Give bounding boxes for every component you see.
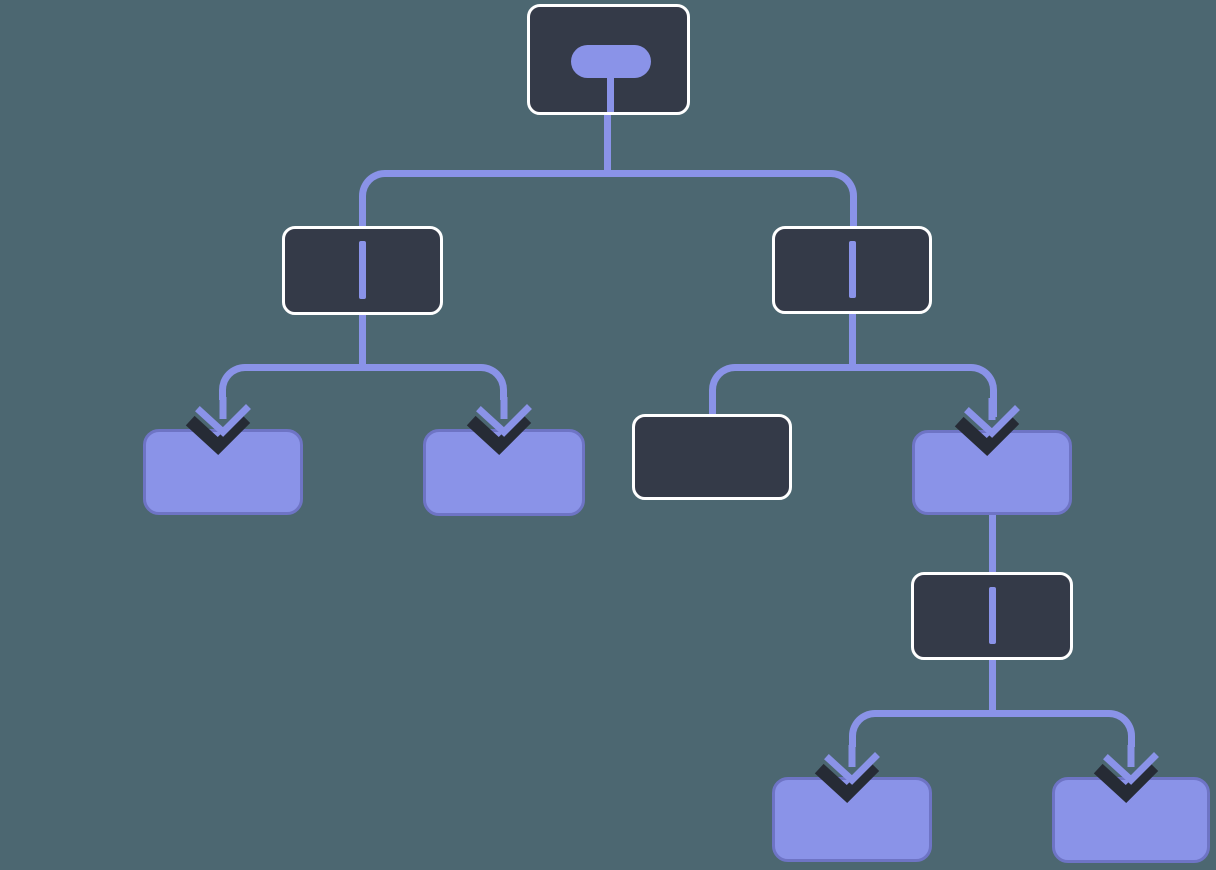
connector-branch-left-drop bbox=[359, 300, 366, 371]
branch-right-node[interactable] bbox=[772, 226, 932, 314]
connector-arch-right bbox=[708, 364, 997, 417]
branch-bottom-node[interactable] bbox=[911, 572, 1073, 660]
connector-arch-bottom bbox=[849, 710, 1135, 747]
connector-arch-top bbox=[358, 170, 857, 230]
node-divider-line bbox=[988, 587, 996, 644]
chevron-down-icon bbox=[466, 397, 532, 455]
root-node[interactable] bbox=[527, 4, 690, 115]
connector-leaf-right-drop bbox=[988, 505, 996, 575]
connector-branch-right-drop bbox=[849, 300, 856, 371]
leaf-left-2-node[interactable] bbox=[423, 429, 585, 516]
connector-arch-left bbox=[219, 364, 507, 400]
chevron-down-icon bbox=[814, 745, 880, 803]
connector-root-stem bbox=[604, 100, 611, 177]
node-divider-line bbox=[359, 241, 366, 299]
chevron-down-icon bbox=[185, 397, 251, 455]
root-pill-stem bbox=[607, 75, 614, 112]
node-divider-line bbox=[848, 241, 856, 298]
branch-left-node[interactable] bbox=[282, 226, 443, 315]
connector-branch-bottom-drop bbox=[988, 650, 996, 717]
chevron-down-icon bbox=[954, 398, 1020, 456]
root-pill-icon bbox=[571, 45, 651, 78]
chevron-down-icon bbox=[1093, 745, 1159, 803]
node-right-empty-node[interactable] bbox=[632, 414, 792, 500]
